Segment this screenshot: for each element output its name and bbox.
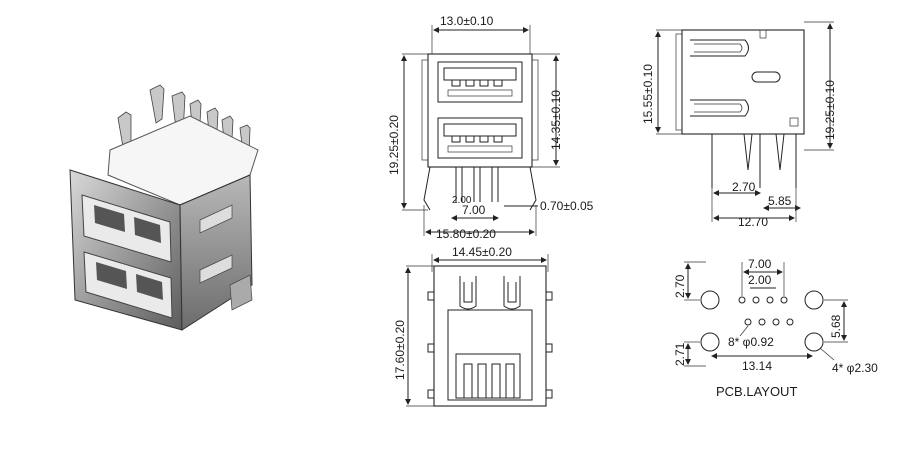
pcb-left-top-dim: 2.70 bbox=[673, 274, 687, 298]
front-pin-width: 0.70±0.05 bbox=[540, 199, 594, 213]
side-view: 15.55±0.10 19.25±0.10 2.70 5.85 12.70 bbox=[641, 21, 837, 229]
bottom-view: 14.45±0.20 17.60±0.20 bbox=[393, 245, 553, 407]
side-base-width: 12.70 bbox=[738, 215, 768, 229]
pcb-hole-large bbox=[804, 290, 824, 310]
front-height-dim: 19.25±0.20 bbox=[387, 115, 401, 175]
front-upper-dim: 14.35±0.10 bbox=[549, 90, 563, 150]
pcb-right-dim: 5.68 bbox=[829, 314, 843, 338]
side-leg-offset: 2.70 bbox=[732, 180, 756, 194]
side-total-height: 19.25±0.10 bbox=[823, 80, 837, 140]
bottom-width-dim: 14.45±0.20 bbox=[452, 245, 512, 259]
pcb-span-dim: 13.14 bbox=[742, 359, 772, 373]
front-width-dim: 13.0±0.10 bbox=[440, 14, 494, 28]
pcb-caption: PCB.LAYOUT bbox=[716, 384, 797, 399]
front-view: 13.0±0.10 bbox=[387, 14, 594, 241]
pcb-hole-large bbox=[804, 332, 824, 352]
front-pin-span: 7.00 bbox=[462, 203, 486, 217]
side-leg-span: 5.85 bbox=[768, 194, 792, 208]
bottom-length-dim: 17.60±0.20 bbox=[393, 320, 407, 380]
pcb-small-hole-label: 8* φ0.92 bbox=[728, 335, 774, 349]
front-base-width: 15.80±0.20 bbox=[436, 227, 496, 241]
side-body-height: 15.55±0.10 bbox=[641, 64, 655, 124]
pcb-hole-large bbox=[700, 290, 720, 310]
pcb-mid-pitch: 2.00 bbox=[748, 273, 772, 287]
pcb-top-pitch: 7.00 bbox=[748, 257, 772, 271]
front-pin-pitch: 2.00 bbox=[452, 195, 472, 206]
pcb-left-bottom-dim: 2.71 bbox=[673, 342, 687, 366]
pcb-hole-large bbox=[700, 332, 720, 352]
pcb-large-hole-label: 4* φ2.30 bbox=[832, 361, 878, 375]
pcb-layout: 7.00 2.00 2.70 2.71 5.68 8* φ0.92 4* φ2.… bbox=[673, 257, 878, 399]
connector-photo bbox=[69, 84, 259, 331]
